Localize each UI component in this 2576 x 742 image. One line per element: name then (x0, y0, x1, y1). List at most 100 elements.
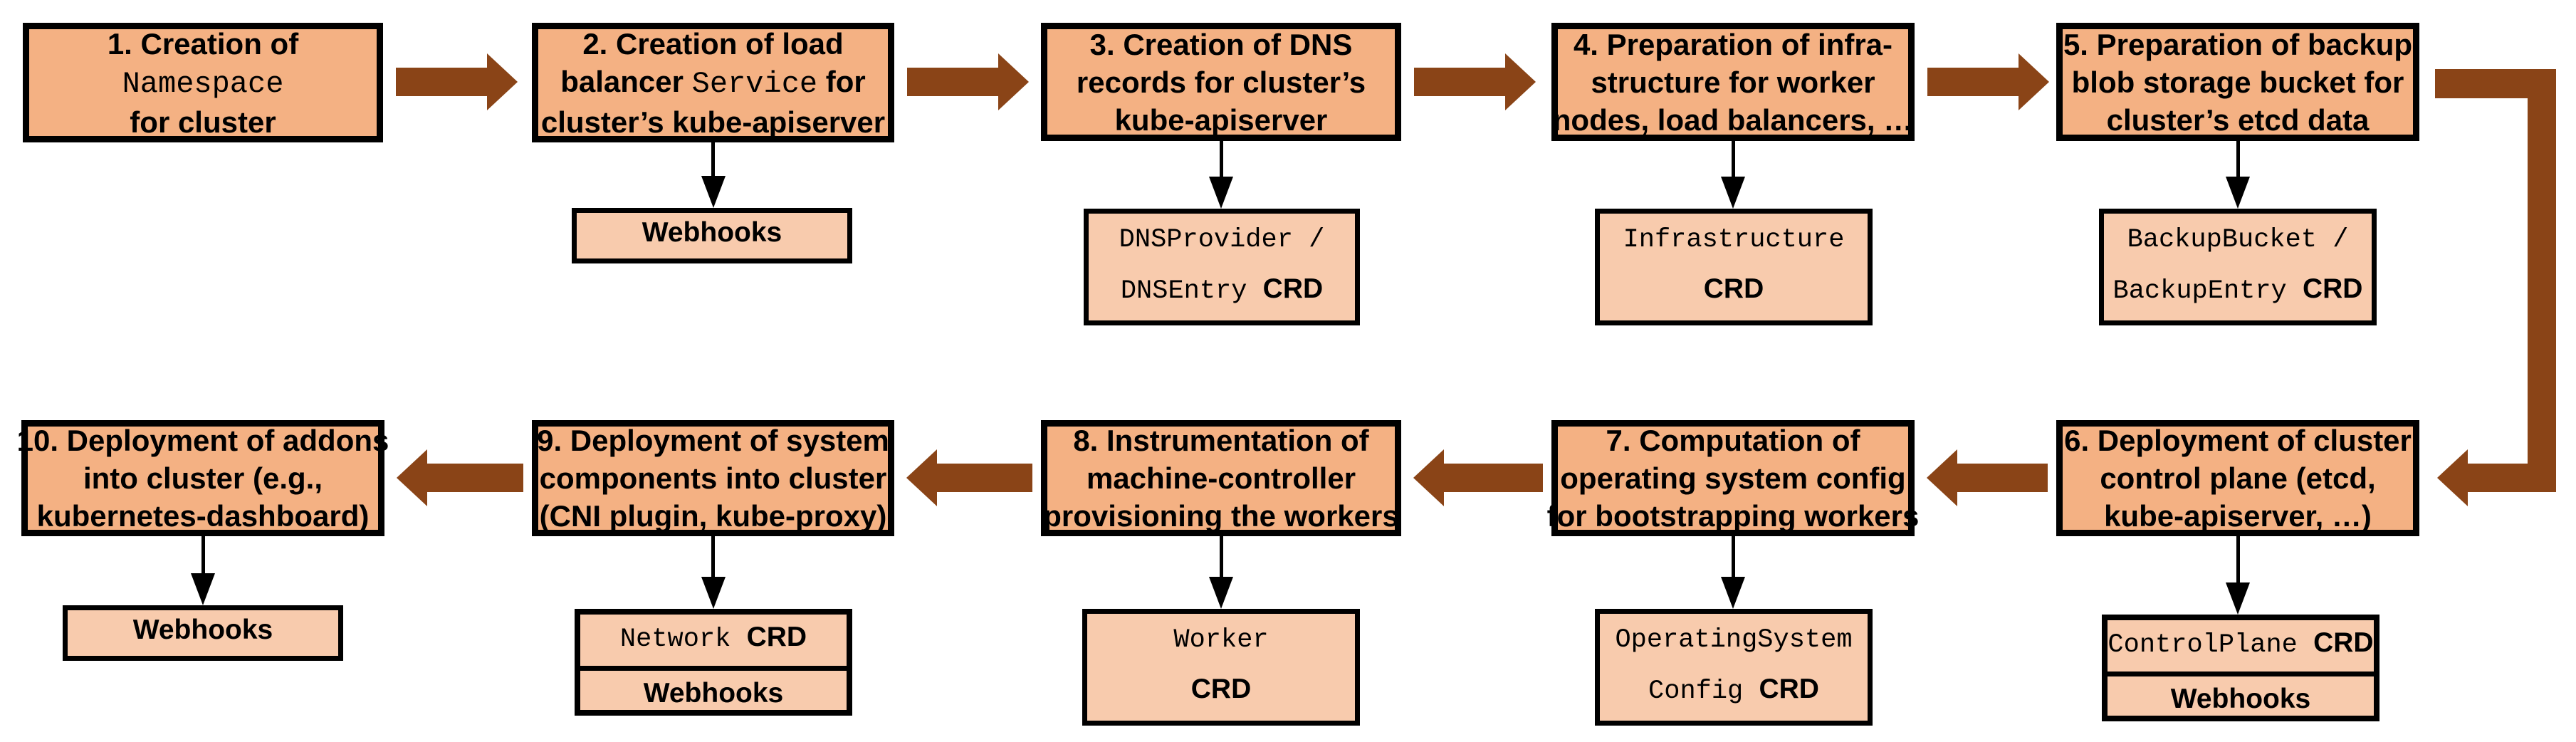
flow-arrow-9-10-head-icon (397, 449, 427, 506)
label-text: nodes, load balancers, … (1552, 103, 1914, 137)
label-text: provisioning the workers (1043, 499, 1399, 533)
connector-line-2 (711, 142, 715, 177)
code-text: Config (1648, 676, 1759, 706)
webhooks-box-2: Webhooks (572, 208, 852, 263)
flow-arrow-1-2-shaft (396, 68, 487, 96)
connector-arrowhead-icon (2226, 177, 2250, 209)
sub-box-compartment: Network CRD (580, 615, 847, 666)
step-label-line: 8. Instrumentation of (1073, 422, 1368, 459)
connector-arrowhead-icon (1721, 177, 1745, 209)
crd-webhooks-stack-6: ControlPlane CRD Webhooks (2102, 615, 2379, 721)
crd-box-3: DNSProvider / DNSEntry CRD (1084, 209, 1360, 325)
label-text: structure for worker (1591, 65, 1875, 99)
step-label-line: cluster’s kube-apiserver (541, 103, 885, 141)
step-label-line: records for cluster’s (1077, 63, 1366, 101)
webhooks-box-10: Webhooks (63, 605, 343, 661)
code-text: Service (691, 66, 818, 101)
step-label-line: structure for worker (1591, 63, 1875, 101)
step-label-line: (CNI plugin, kube-proxy) (540, 497, 887, 535)
sub-box-compartment: BackupBucket / BackupEntry CRD (2113, 214, 2363, 320)
flow-arrow-5-6-head-icon (2437, 449, 2468, 506)
label-text: for (817, 64, 866, 98)
step-label-line: for bootstrapping workers (1547, 497, 1920, 535)
label-text: 1. Creation of (107, 26, 299, 61)
flow-arrow-5-6-vertical-bar (2528, 69, 2556, 492)
connector-line-7 (1731, 536, 1735, 578)
sub-box-label-line: Webhooks (133, 607, 273, 659)
connector-arrowhead-icon (1721, 577, 1745, 609)
sub-box-label-line: CRD (1191, 667, 1252, 718)
code-text: Worker (1173, 625, 1269, 655)
label-text: (CNI plugin, kube-proxy) (539, 499, 887, 533)
sub-box-compartment: Webhooks (580, 666, 847, 722)
label-text: records for cluster’s (1076, 65, 1366, 99)
sub-box-label-line: BackupEntry CRD (2113, 266, 2363, 318)
step-label-line: 7. Computation of (1606, 422, 1860, 459)
sub-box-label-line: Webhooks (642, 210, 782, 261)
step-label-line: 10. Deployment of addons (17, 422, 389, 459)
label-text: 10. Deployment of addons (16, 424, 389, 457)
bold-label-text: CRD (1703, 273, 1764, 304)
bold-label-text: Webhooks (2170, 684, 2311, 714)
connector-arrowhead-icon (191, 573, 215, 605)
bold-label-text: Webhooks (643, 678, 784, 709)
sub-box-compartment: ControlPlane CRD (2108, 620, 2374, 672)
code-text: BackupBucket / (2127, 224, 2349, 255)
label-text: 9. Deployment of system (537, 424, 889, 457)
sub-box-label-line: DNSEntry CRD (1121, 266, 1323, 318)
sub-box-label-line: Webhooks (644, 671, 783, 722)
label-text: 6. Deployment of cluster (2064, 424, 2412, 457)
step-box-7: 7. Computation of operating system config… (1547, 420, 1919, 536)
label-text: components into cluster (539, 461, 887, 495)
step-label-line: 4. Preparation of infra- (1574, 26, 1892, 63)
label-text: for bootstrapping workers (1546, 499, 1920, 533)
sub-box-compartment: Webhooks (642, 210, 782, 261)
label-text: machine-controller (1086, 461, 1356, 495)
label-text: 3. Creation of DNS (1089, 27, 1353, 61)
sub-box-label-line: BackupBucket / (2127, 217, 2349, 266)
step-label-line: kubernetes-dashboard) (37, 497, 370, 535)
flow-arrow-4-5-shaft (1927, 68, 2019, 96)
sub-box-label-line: Webhooks (2171, 676, 2310, 728)
step-label-line: kube-apiserver, …) (2104, 497, 2372, 535)
step-label-line: into cluster (e.g., (83, 459, 323, 497)
connector-line-8 (1219, 536, 1223, 578)
flow-arrow-7-8-head-icon (1413, 449, 1444, 506)
flow-arrow-2-3-shaft (907, 68, 998, 96)
label-text: 8. Instrumentation of (1073, 424, 1369, 457)
connector-arrowhead-icon (701, 176, 726, 208)
step-label-line: 6. Deployment of cluster (2064, 422, 2412, 459)
step-label-line: 3. Creation of DNS (1090, 26, 1353, 63)
label-text: kube-apiserver (1114, 103, 1328, 137)
bold-label-text: CRD (1759, 673, 1819, 704)
step-label-line: nodes, load balancers, … (1553, 101, 1913, 139)
label-text: 5. Preparation of backup (2063, 27, 2413, 61)
flow-arrow-5-6-bottom-bar (2468, 464, 2556, 492)
code-text: Namespace (122, 66, 284, 101)
code-text: DNSProvider / (1119, 224, 1325, 255)
connector-line-5 (2236, 141, 2240, 178)
label-text: kube-apiserver, …) (2104, 499, 2372, 533)
label-text: 2. Creation of load (582, 26, 844, 61)
flow-arrow-3-4-head-icon (1505, 53, 1536, 110)
sub-box-label-line: CRD (1704, 266, 1764, 318)
step-box-3: 3. Creation of DNS records for cluster’s k… (1041, 23, 1401, 141)
code-text: Network (619, 625, 747, 654)
sub-box-label-line: Worker (1173, 617, 1268, 667)
crd-box-5: BackupBucket / BackupEntry CRD (2099, 209, 2377, 325)
bold-label-text: CRD (1262, 273, 1324, 304)
connector-arrowhead-icon (2226, 582, 2250, 615)
step-box-8: 8. Instrumentation of machine-controller p… (1041, 420, 1401, 536)
connector-arrowhead-icon (1209, 177, 1233, 209)
label-text: 7. Computation of (1606, 424, 1860, 457)
label-text: operating system config (1560, 461, 1906, 495)
bold-label-text: CRD (2313, 627, 2374, 658)
bold-label-text: Webhooks (132, 615, 273, 645)
